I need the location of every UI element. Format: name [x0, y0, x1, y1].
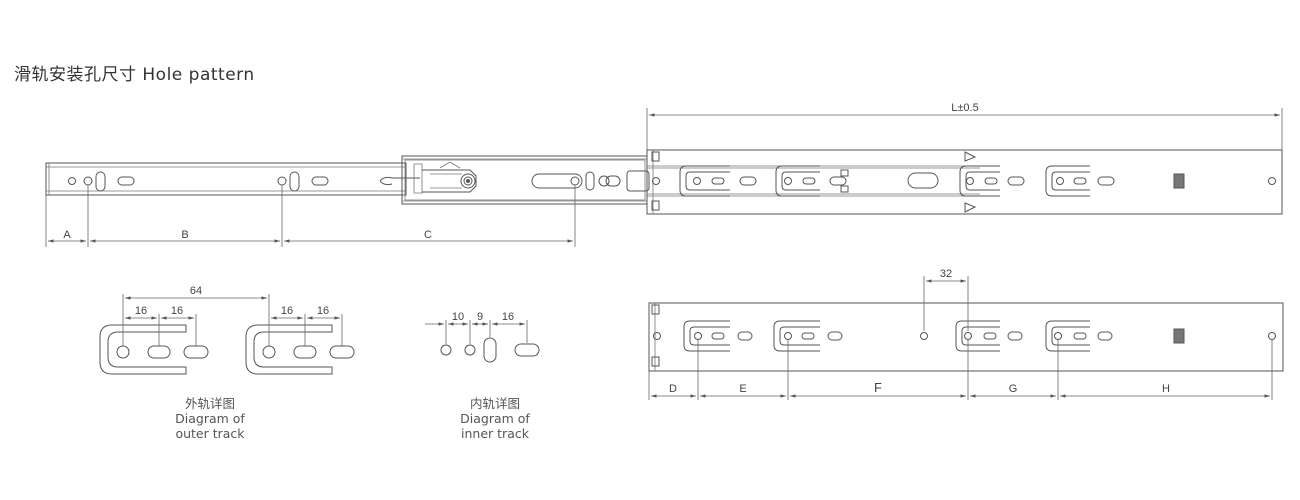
dim-b-label: B: [181, 229, 188, 241]
dim-16-label: 16: [135, 305, 147, 317]
caption-cn: 外轨详图: [184, 396, 235, 411]
length-dim-label: L±0.5: [951, 102, 978, 114]
dim-9-label: 9: [477, 311, 483, 323]
inner-hole: [277, 176, 287, 186]
dim-g-label: G: [1009, 383, 1018, 395]
inner-slot: [311, 176, 329, 186]
dim-16-label: 16: [317, 305, 329, 317]
square-hole: [1173, 173, 1185, 189]
inner-track-caption: 内轨详图 Diagram of inner track: [435, 396, 555, 441]
rivet: [460, 173, 476, 189]
outer-member: [646, 149, 1283, 215]
inner-slot-vertical: [95, 171, 106, 192]
dim-10-label: 10: [452, 311, 464, 323]
dim-f-label: F: [874, 380, 882, 395]
inner-hole: [68, 177, 76, 185]
caption-cn: 内轨详图: [469, 396, 520, 411]
page-title: 滑轨安装孔尺寸 Hole pattern: [14, 65, 255, 85]
dim-16-label: 16: [502, 311, 514, 323]
top-slide-assembly: L±0.5 A B C: [45, 102, 1283, 247]
dim-64-label: 64: [190, 285, 202, 297]
caption-en: inner track: [461, 426, 529, 441]
caption-en: Diagram of: [175, 411, 245, 426]
intermediate-slot: [531, 173, 583, 189]
dim-e-label: E: [739, 383, 746, 395]
caption-en: Diagram of: [460, 411, 530, 426]
inner-member: [45, 162, 420, 196]
dim-16-label: 16: [171, 305, 183, 317]
intermediate-member: [401, 155, 650, 205]
dim-h-label: H: [1162, 383, 1170, 395]
inner-track-detail: 10 9 16: [425, 311, 540, 363]
inner-slot-vertical: [289, 171, 300, 192]
intermediate-hole: [570, 176, 580, 186]
dim-32-label: 32: [940, 268, 952, 280]
dim-d-label: D: [669, 383, 677, 395]
caption-en: outer track: [175, 426, 245, 441]
dim-a-label: A: [63, 229, 71, 241]
bottom-rail-view: 32 D E F G H: [648, 268, 1284, 400]
inner-hole: [83, 176, 93, 186]
dim-c-label: C: [424, 229, 432, 241]
inner-slot: [117, 176, 135, 186]
outer-track-detail: 64 16 16 16 16: [99, 285, 355, 375]
outer-track-caption: 外轨详图 Diagram of outer track: [150, 396, 270, 441]
dim-16-label: 16: [281, 305, 293, 317]
